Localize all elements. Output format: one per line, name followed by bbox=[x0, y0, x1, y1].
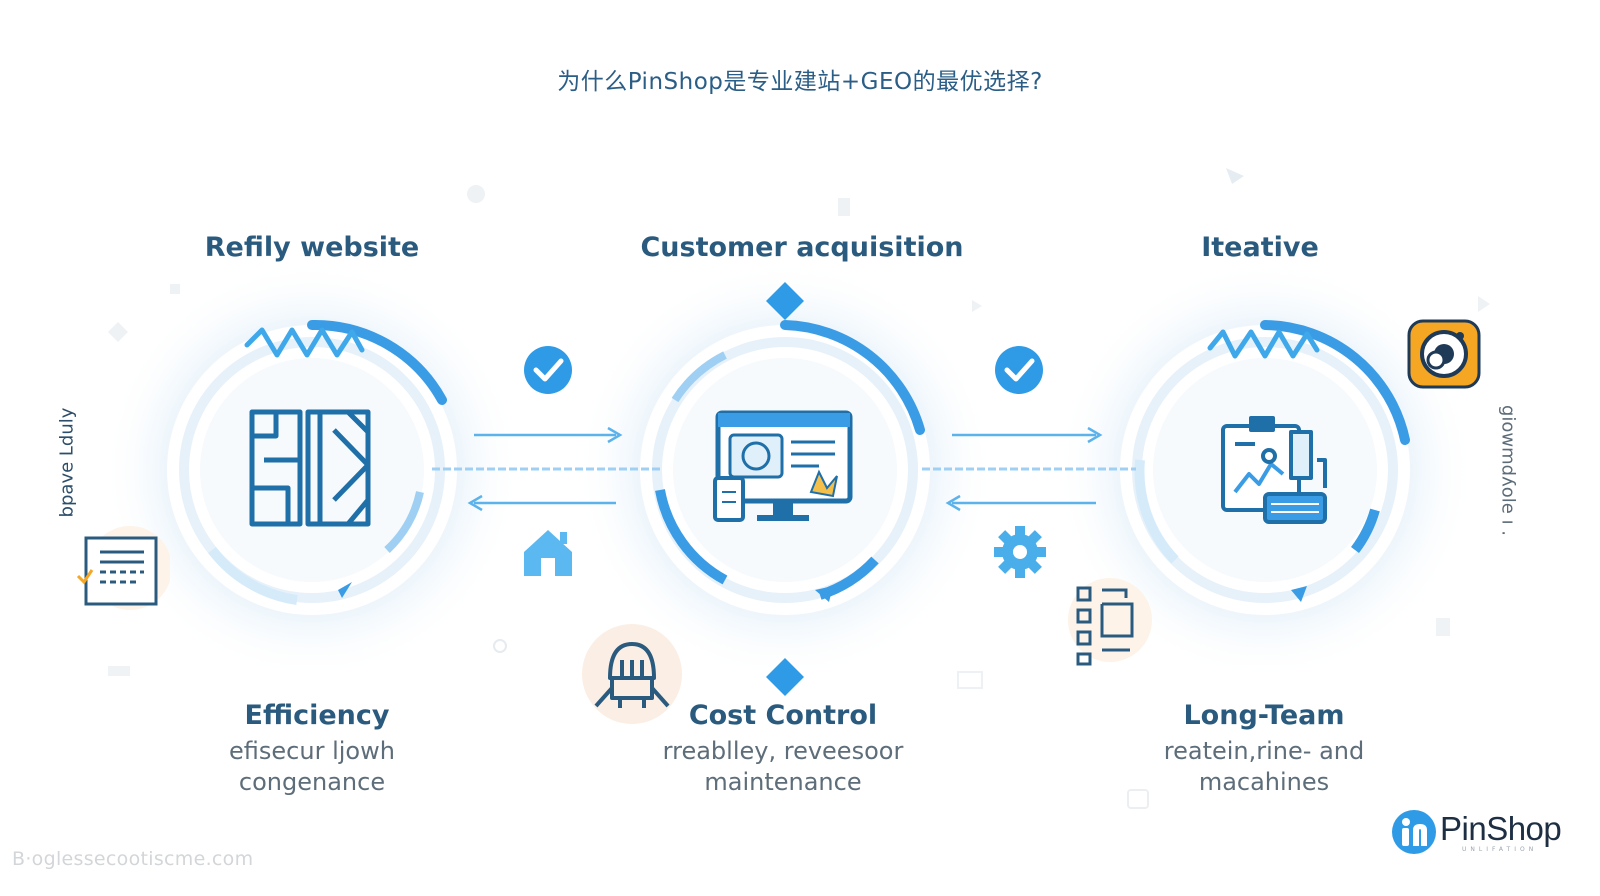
logo-subtitle: UNLIFATION bbox=[1462, 846, 1538, 853]
document-icon bbox=[76, 526, 170, 610]
clipboard-chart-icon bbox=[1221, 416, 1327, 524]
check-circle-icon bbox=[524, 346, 572, 394]
benefit-title-1: Efficiency bbox=[244, 700, 390, 731]
monitor-icon bbox=[713, 410, 853, 522]
stage-title-2: Customer acquisition bbox=[640, 232, 964, 263]
benefit-desc-1-line-2: congenance bbox=[238, 768, 386, 796]
benefit-title-2: Cost Control bbox=[688, 700, 878, 731]
camera-app-icon bbox=[1407, 319, 1481, 389]
structure-icon bbox=[1068, 578, 1152, 666]
benefit-desc-2-line-2: maintenance bbox=[704, 768, 862, 796]
pinshop-logo-icon bbox=[1392, 810, 1436, 854]
circuit-blocks-icon bbox=[249, 409, 371, 527]
stage-ring-1 bbox=[167, 319, 457, 615]
connector-1 bbox=[432, 346, 660, 576]
benefit-desc-2: rreablley, reveesoor maintenance bbox=[573, 736, 993, 798]
stage-ring-2 bbox=[640, 320, 930, 615]
benefit-title-3: Long-Team bbox=[1183, 700, 1345, 731]
diamond-icon bbox=[766, 282, 804, 320]
side-text-right: giowmdʎole ı . bbox=[1497, 404, 1519, 537]
connector-2 bbox=[922, 346, 1136, 578]
stage-title-1: Refily website bbox=[204, 232, 420, 263]
benefit-desc-3: reatein,rine- and macahines bbox=[1054, 736, 1474, 798]
benefit-desc-3-line-2: macahines bbox=[1198, 768, 1330, 796]
robot-icon bbox=[582, 624, 682, 724]
watermark: B·oglessecootiscme.com bbox=[12, 848, 254, 870]
benefit-desc-2-line-1: rreablley, reveesoor bbox=[662, 737, 904, 765]
home-icon bbox=[524, 530, 572, 576]
diamond-icon bbox=[766, 658, 804, 696]
side-text-left: bpave Lduly bbox=[56, 407, 78, 518]
benefit-desc-1-line-1: efisecur ljowh bbox=[229, 737, 395, 765]
logo-text: PinShop bbox=[1440, 810, 1562, 847]
check-circle-icon bbox=[995, 346, 1043, 394]
stage-ring-3 bbox=[1120, 320, 1410, 615]
benefit-desc-3-line-1: reatein,rine- and bbox=[1163, 737, 1365, 765]
stage-title-3: Iteative bbox=[1201, 232, 1319, 263]
benefit-desc-1: efisecur ljowh congenance bbox=[102, 736, 522, 798]
diagram-title: 为什么PinShop是专业建站+GEO的最优选择? bbox=[557, 69, 1043, 95]
gear-icon bbox=[994, 526, 1046, 578]
